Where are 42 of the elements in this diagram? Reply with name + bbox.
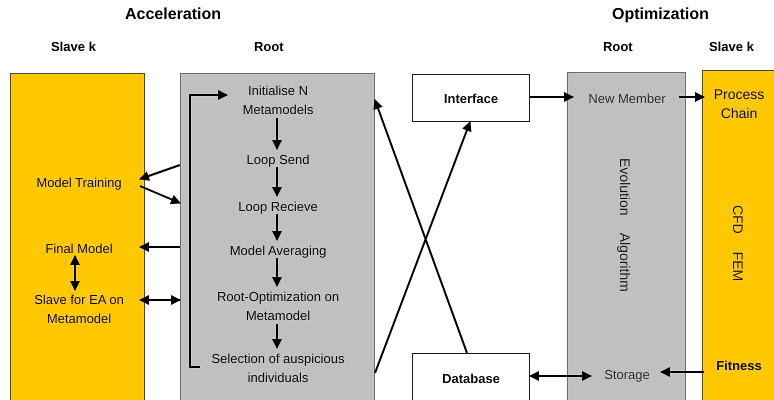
step-label: Fitness [716, 356, 762, 374]
section-title: Optimization [612, 6, 709, 24]
step-label: New Member [588, 90, 666, 108]
arrow [530, 92, 574, 102]
arrow [140, 185, 181, 204]
column-heading: Root [254, 39, 284, 54]
step-label: Loop Send [246, 150, 310, 168]
vertical-label: Evolution Algorithm [617, 157, 633, 294]
process-box [412, 353, 530, 400]
step-label: Slave for EA on Metamodel [33, 291, 125, 328]
step-label: Model Training [36, 174, 122, 192]
step-label: Process Chain [712, 85, 766, 123]
step-label: Loop Recieve [238, 198, 318, 216]
box-label: Interface [444, 90, 498, 108]
arrow [660, 367, 704, 377]
arrow [139, 242, 180, 252]
arrow [272, 118, 282, 150]
arrow [679, 92, 705, 102]
step-label: Selection of auspicious individuals [210, 350, 346, 387]
arrow [189, 90, 228, 368]
arrow [272, 324, 282, 349]
column-heading: Slave k [51, 39, 96, 54]
step-label: Initialise N Metamodels [242, 82, 314, 119]
column-heading: Root [603, 39, 633, 54]
step-label: Model Averaging [230, 242, 326, 260]
arrow [272, 214, 282, 241]
step-label: Storage [604, 366, 650, 384]
arrow [373, 99, 468, 354]
step-label: Final Model [45, 240, 113, 258]
arrow [529, 371, 592, 381]
process-box [412, 74, 530, 122]
section-title: Acceleration [125, 6, 222, 24]
arrow [139, 164, 180, 181]
vertical-label: CFD FEM [730, 204, 746, 284]
arrow [70, 255, 80, 291]
arrow [272, 167, 282, 197]
step-label: Root-Optimization on Metamodel [216, 288, 340, 325]
arrow [272, 258, 282, 287]
box-label: Database [442, 370, 500, 388]
column-heading: Slave k [709, 39, 754, 54]
arrow [139, 295, 181, 305]
arrow [374, 121, 472, 374]
